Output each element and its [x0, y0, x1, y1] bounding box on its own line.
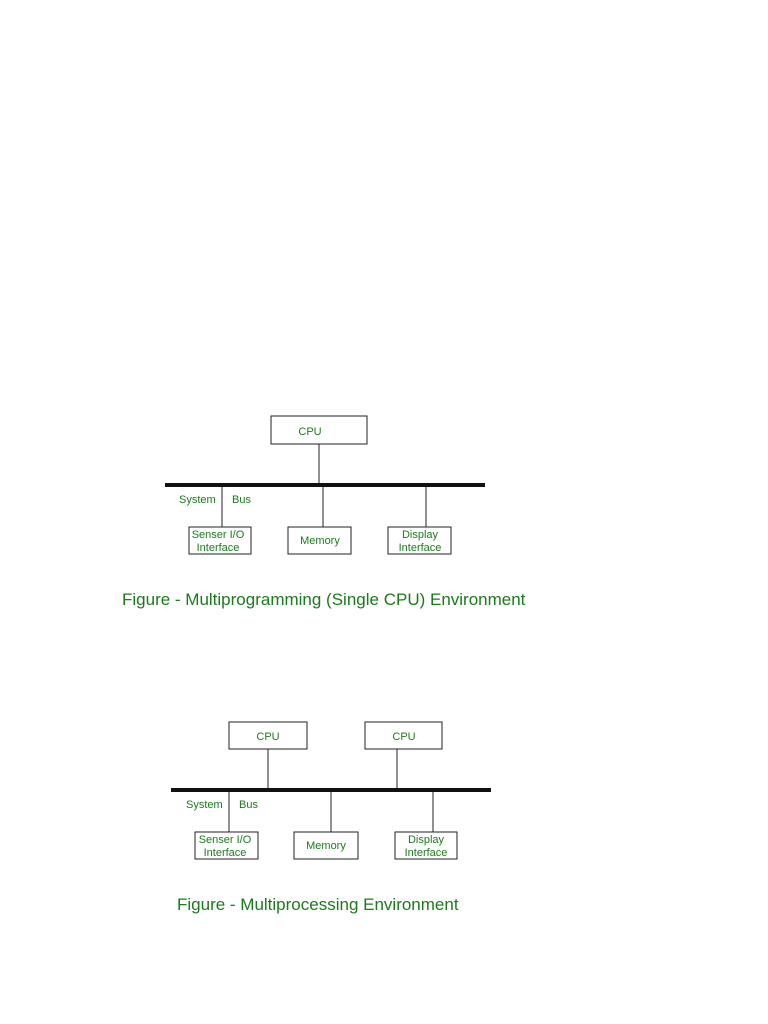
memory-label: Memory	[300, 535, 340, 547]
sensor-io-label-line2-2: Interface	[204, 847, 247, 859]
sensor-io-node: Senser I/O Interface	[188, 526, 252, 555]
bus-label-system-2: System	[186, 799, 223, 811]
display-node-2: Display Interface	[394, 831, 458, 860]
display-label-line2-2: Interface	[405, 847, 448, 859]
memory-node: Memory	[287, 526, 352, 555]
cpu-label-1: CPU	[256, 731, 279, 743]
display-label-line1-2: Display	[408, 834, 445, 846]
cpu-node-2: CPU	[364, 721, 443, 750]
bus-label-bus-2: Bus	[239, 799, 258, 811]
display-box-2	[394, 831, 458, 860]
figure-multiprocessing: CPU CPU System Bus Senser I/O Interface	[171, 721, 491, 860]
cpu-label-2: CPU	[392, 731, 415, 743]
cpu-box	[270, 415, 368, 445]
memory-box-2	[293, 831, 359, 860]
memory-node-2: Memory	[293, 831, 359, 860]
display-box	[387, 526, 452, 555]
sensor-io-box	[188, 526, 252, 555]
figure-multiprogramming: CPU System Bus Senser I/O Interface Memo…	[165, 415, 485, 555]
cpu-label: CPU	[298, 426, 321, 438]
sensor-io-node-2: Senser I/O Interface	[194, 831, 259, 860]
sensor-io-label-line1: Senser I/O	[192, 529, 245, 541]
display-label-line1: Display	[402, 529, 439, 541]
sensor-io-box-2	[194, 831, 259, 860]
figure-caption-2: Figure - Multiprocessing Environment	[177, 895, 459, 914]
memory-label-2: Memory	[306, 840, 346, 852]
memory-box	[287, 526, 352, 555]
display-node: Display Interface	[387, 526, 452, 555]
cpu-box-2	[364, 721, 443, 750]
bus-label-bus: Bus	[232, 494, 251, 506]
sensor-io-label-line1-2: Senser I/O	[199, 834, 252, 846]
cpu-box-1	[228, 721, 308, 750]
display-label-line2: Interface	[399, 542, 442, 554]
bus-label-system: System	[179, 494, 216, 506]
cpu-node: CPU	[270, 415, 368, 445]
sensor-io-label-line2: Interface	[197, 542, 240, 554]
figure-caption-1: Figure - Multiprogramming (Single CPU) E…	[122, 590, 526, 609]
cpu-node-1: CPU	[228, 721, 308, 750]
